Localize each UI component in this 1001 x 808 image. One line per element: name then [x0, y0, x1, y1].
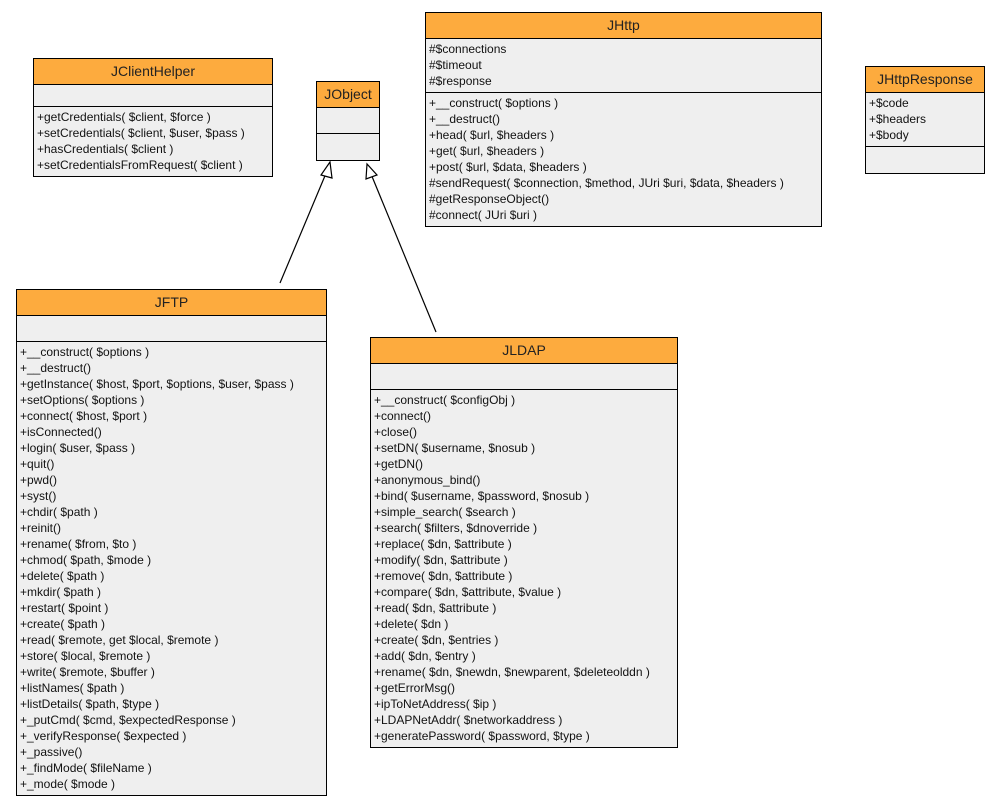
method-item: +read( $dn, $attribute )	[374, 601, 497, 615]
method-item: +post( $url, $data, $headers )	[429, 160, 587, 174]
method-item: +search( $filters, $dnoverride )	[374, 521, 538, 535]
method-item: +compare( $dn, $attribute, $value )	[374, 585, 562, 599]
class-jobject[interactable]: JObject	[316, 81, 380, 161]
method-item: +_putCmd( $cmd, $expectedResponse )	[20, 713, 236, 727]
method-item: +getInstance( $host, $port, $options, $u…	[20, 377, 294, 391]
method-item: +getCredentials( $client, $force )	[37, 110, 211, 124]
method-item: #getResponseObject()	[429, 192, 550, 206]
methods-compartment: +getCredentials( $client, $force ) +setCr…	[34, 107, 272, 176]
method-item: +rename( $from, $to )	[20, 537, 137, 551]
method-item: +get( $url, $headers )	[429, 144, 545, 158]
attribute-item: +$body	[869, 128, 909, 142]
method-item: #connect( JUri $uri )	[429, 208, 538, 222]
methods-compartment	[866, 147, 984, 173]
method-item: +connect()	[374, 409, 432, 423]
attribute-item: #$timeout	[429, 58, 482, 72]
class-jhttpresponse[interactable]: JHttpResponse +$code +$headers +$body	[865, 66, 985, 174]
method-item: +delete( $dn )	[374, 617, 449, 631]
class-name: JLDAP	[371, 338, 677, 364]
method-item: +__destruct()	[20, 361, 92, 375]
jftp-extends-jobject-edge	[279, 160, 333, 284]
method-item: +chdir( $path )	[20, 505, 98, 519]
method-item: +getDN()	[374, 457, 424, 471]
attributes-compartment	[317, 108, 379, 134]
class-name: JHttp	[426, 13, 821, 39]
method-item: +mkdir( $path )	[20, 585, 102, 599]
method-item: +reinit()	[20, 521, 62, 535]
method-item: +syst()	[20, 489, 57, 503]
method-item: +bind( $username, $password, $nosub )	[374, 489, 590, 503]
method-item: +_mode( $mode )	[20, 777, 116, 791]
method-item: +getErrorMsg()	[374, 681, 456, 695]
method-item: +head( $url, $headers )	[429, 128, 555, 142]
method-item: +setCredentials( $client, $user, $pass )	[37, 126, 245, 140]
generalization-arrow-head	[320, 160, 333, 179]
method-item: +_passive()	[20, 745, 83, 759]
method-item: +quit()	[20, 457, 55, 471]
class-jclienthelper[interactable]: JClientHelper +getCredentials( $client, …	[33, 58, 273, 177]
method-item: +_findMode( $fileName )	[20, 761, 152, 775]
method-item: +simple_search( $search )	[374, 505, 516, 519]
method-item: +read( $remote, get $local, $remote )	[20, 633, 219, 647]
method-item: +isConnected()	[20, 425, 102, 439]
method-item: +write( $remote, $buffer )	[20, 665, 155, 679]
method-item: +listDetails( $path, $type )	[20, 697, 160, 711]
method-item: +__construct( $options )	[429, 96, 559, 110]
attribute-item: #$response	[429, 74, 492, 88]
method-item: +hasCredentials( $client )	[37, 142, 174, 156]
attributes-compartment: +$code +$headers +$body	[866, 93, 984, 147]
attribute-item: +$headers	[869, 112, 927, 126]
attributes-compartment	[17, 316, 326, 342]
method-item: +LDAPNetAddr( $networkaddress )	[374, 713, 563, 727]
method-item: +ipToNetAddress( $ip )	[374, 697, 497, 711]
method-item: #sendRequest( $connection, $method, JUri…	[429, 176, 784, 190]
method-item: +setDN( $username, $nosub )	[374, 441, 536, 455]
method-item: +connect( $host, $port )	[20, 409, 148, 423]
class-jhttp[interactable]: JHttp #$connections #$timeout #$response +…	[425, 12, 822, 227]
attribute-item: #$connections	[429, 42, 507, 56]
method-item: +store( $local, $remote )	[20, 649, 151, 663]
method-item: +restart( $point )	[20, 601, 109, 615]
attributes-compartment: #$connections #$timeout #$response	[426, 39, 821, 93]
method-item: +__construct( $configObj )	[374, 393, 516, 407]
method-item: +setOptions( $options )	[20, 393, 145, 407]
attribute-item: +$code	[869, 96, 909, 110]
method-item: +add( $dn, $entry )	[374, 649, 476, 663]
methods-compartment	[317, 134, 379, 160]
attributes-compartment	[34, 85, 272, 107]
method-item: +rename( $dn, $newdn, $newparent, $delet…	[374, 665, 650, 679]
class-name: JClientHelper	[34, 59, 272, 85]
method-item: +modify( $dn, $attribute )	[374, 553, 508, 567]
class-name: JHttpResponse	[866, 67, 984, 93]
methods-compartment: +__construct( $options ) +__destruct() +ge…	[17, 342, 326, 795]
method-item: +close()	[374, 425, 418, 439]
method-item: +chmod( $path, $mode )	[20, 553, 152, 567]
method-item: +anonymous_bind()	[374, 473, 481, 487]
attributes-compartment	[371, 364, 677, 390]
class-jldap[interactable]: JLDAP +__construct( $configObj ) +connect…	[370, 337, 678, 748]
method-item: +pwd()	[20, 473, 58, 487]
method-item: +__construct( $options )	[20, 345, 150, 359]
method-item: +create( $dn, $entries )	[374, 633, 499, 647]
method-item: +_verifyResponse( $expected )	[20, 729, 187, 743]
methods-compartment: +__construct( $configObj ) +connect() +clo…	[371, 390, 677, 747]
method-item: +generatePassword( $password, $type )	[374, 729, 590, 743]
method-item: +listNames( $path )	[20, 681, 125, 695]
generalization-arrow-head	[365, 162, 379, 180]
method-item: +login( $user, $pass )	[20, 441, 136, 455]
methods-compartment: +__construct( $options ) +__destruct() +he…	[426, 93, 821, 226]
method-item: +setCredentialsFromRequest( $client )	[37, 158, 243, 172]
class-name: JFTP	[17, 290, 326, 316]
class-name: JObject	[317, 82, 379, 108]
method-item: +__destruct()	[429, 112, 501, 126]
class-jftp[interactable]: JFTP +__construct( $options ) +__destruct…	[16, 289, 327, 796]
method-item: +replace( $dn, $attribute )	[374, 537, 512, 551]
method-item: +delete( $path )	[20, 569, 105, 583]
method-item: +remove( $dn, $attribute )	[374, 569, 513, 583]
method-item: +create( $path )	[20, 617, 106, 631]
